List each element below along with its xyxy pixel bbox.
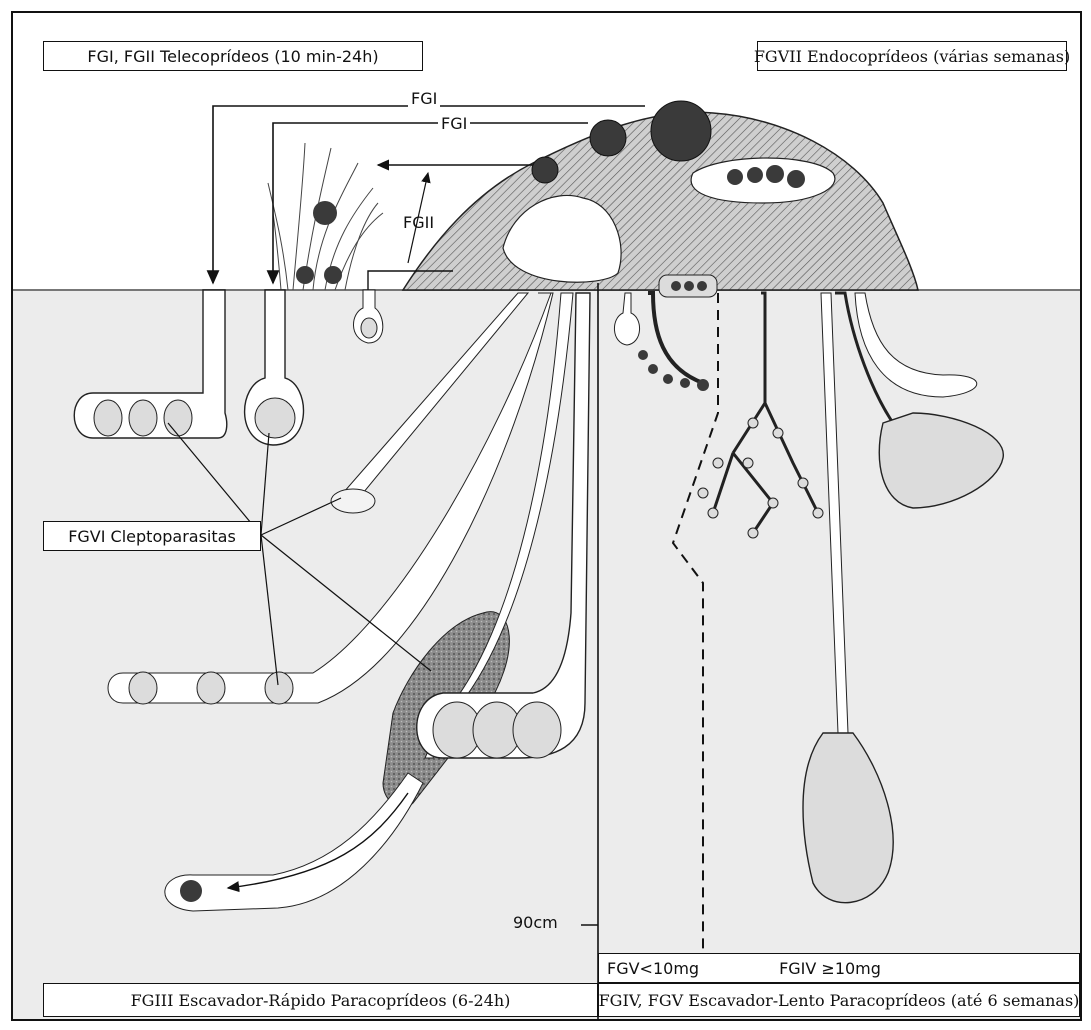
fgii-label: FGII (403, 213, 434, 232)
dung-ball-medium (590, 120, 626, 156)
endocoprideos-label: FGVII Endocoprídeos (várias semanas) (754, 47, 1070, 66)
lower-ball (180, 880, 202, 902)
dung-ball-large (651, 101, 711, 161)
buried-ball (255, 398, 295, 438)
cleptoparasitas-label: FGVI Cleptoparasitas (68, 527, 236, 546)
cleptoparasitas-box: FGVI Cleptoparasitas (43, 521, 261, 551)
rapido-box: FGIII Escavador-Rápido Paracoprídeos (6-… (43, 983, 598, 1017)
telecoprideos-box: FGI, FGII Telecoprídeos (10 min-24h) (43, 41, 423, 71)
fgv-weight-label: FGV<10mg (607, 959, 699, 978)
cleptoparasite-cell (331, 489, 375, 513)
lento-label: FGIV, FGV Escavador-Lento Paracoprídeos … (599, 991, 1080, 1010)
rapido-label: FGIII Escavador-Rápido Paracoprídeos (6-… (131, 991, 511, 1010)
diagram-frame: FGI, FGII Telecoprídeos (10 min-24h) FGV… (11, 11, 1082, 1021)
fgiv-weight-label: FGIV ≥10mg (779, 959, 881, 978)
burrow-illustration (13, 13, 1080, 1019)
lento-box: FGIV, FGV Escavador-Lento Paracoprídeos … (598, 983, 1080, 1017)
dung-ball-small (532, 157, 558, 183)
fgi-top-label: FGI (408, 89, 440, 108)
fgiii-brood-row (129, 672, 293, 704)
telecoprideos-label: FGI, FGII Telecoprídeos (10 min-24h) (87, 47, 378, 66)
depth-label: 90cm (513, 913, 558, 932)
left-brood-eggs (94, 400, 192, 436)
endocoprideos-box: FGVII Endocoprídeos (várias semanas) (757, 41, 1067, 71)
grass-dung-ball (313, 201, 337, 225)
fgiii-brood-eggs (433, 702, 561, 758)
endocopride-chamber (691, 158, 835, 203)
fgi-second-label: FGI (438, 114, 470, 133)
weight-box: FGV<10mg FGIV ≥10mg (598, 953, 1080, 983)
